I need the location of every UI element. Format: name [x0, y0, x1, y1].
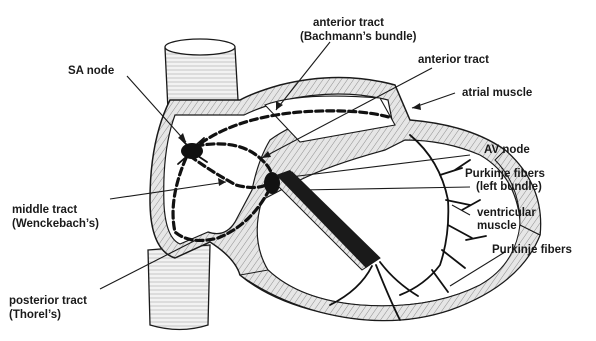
label-posterior-tract: posterior tract: [9, 295, 87, 307]
label-av-node: AV node: [484, 144, 530, 156]
label-bachmann-bundle: (Bachmann’s bundle): [300, 31, 417, 43]
label-left-bundle: (left bundle): [476, 181, 542, 193]
label-muscle: muscle: [477, 220, 517, 232]
label-ventricular: ventricular: [477, 207, 536, 219]
label-thorel: (Thorel’s): [9, 309, 61, 321]
label-sa-node: SA node: [68, 65, 114, 77]
label-purkinje-fibers: Purkinje fibers: [492, 244, 572, 256]
label-anterior-tract-bachmann: anterior tract: [313, 17, 384, 29]
label-wenckebach: (Wenckebach’s): [12, 218, 99, 230]
label-purkinje-left: Purkinje fibers: [465, 168, 545, 180]
label-middle-tract: middle tract: [12, 204, 77, 216]
label-atrial-muscle: atrial muscle: [462, 87, 532, 99]
label-anterior-tract: anterior tract: [418, 54, 489, 66]
inferior-vena-cava: [148, 245, 210, 330]
